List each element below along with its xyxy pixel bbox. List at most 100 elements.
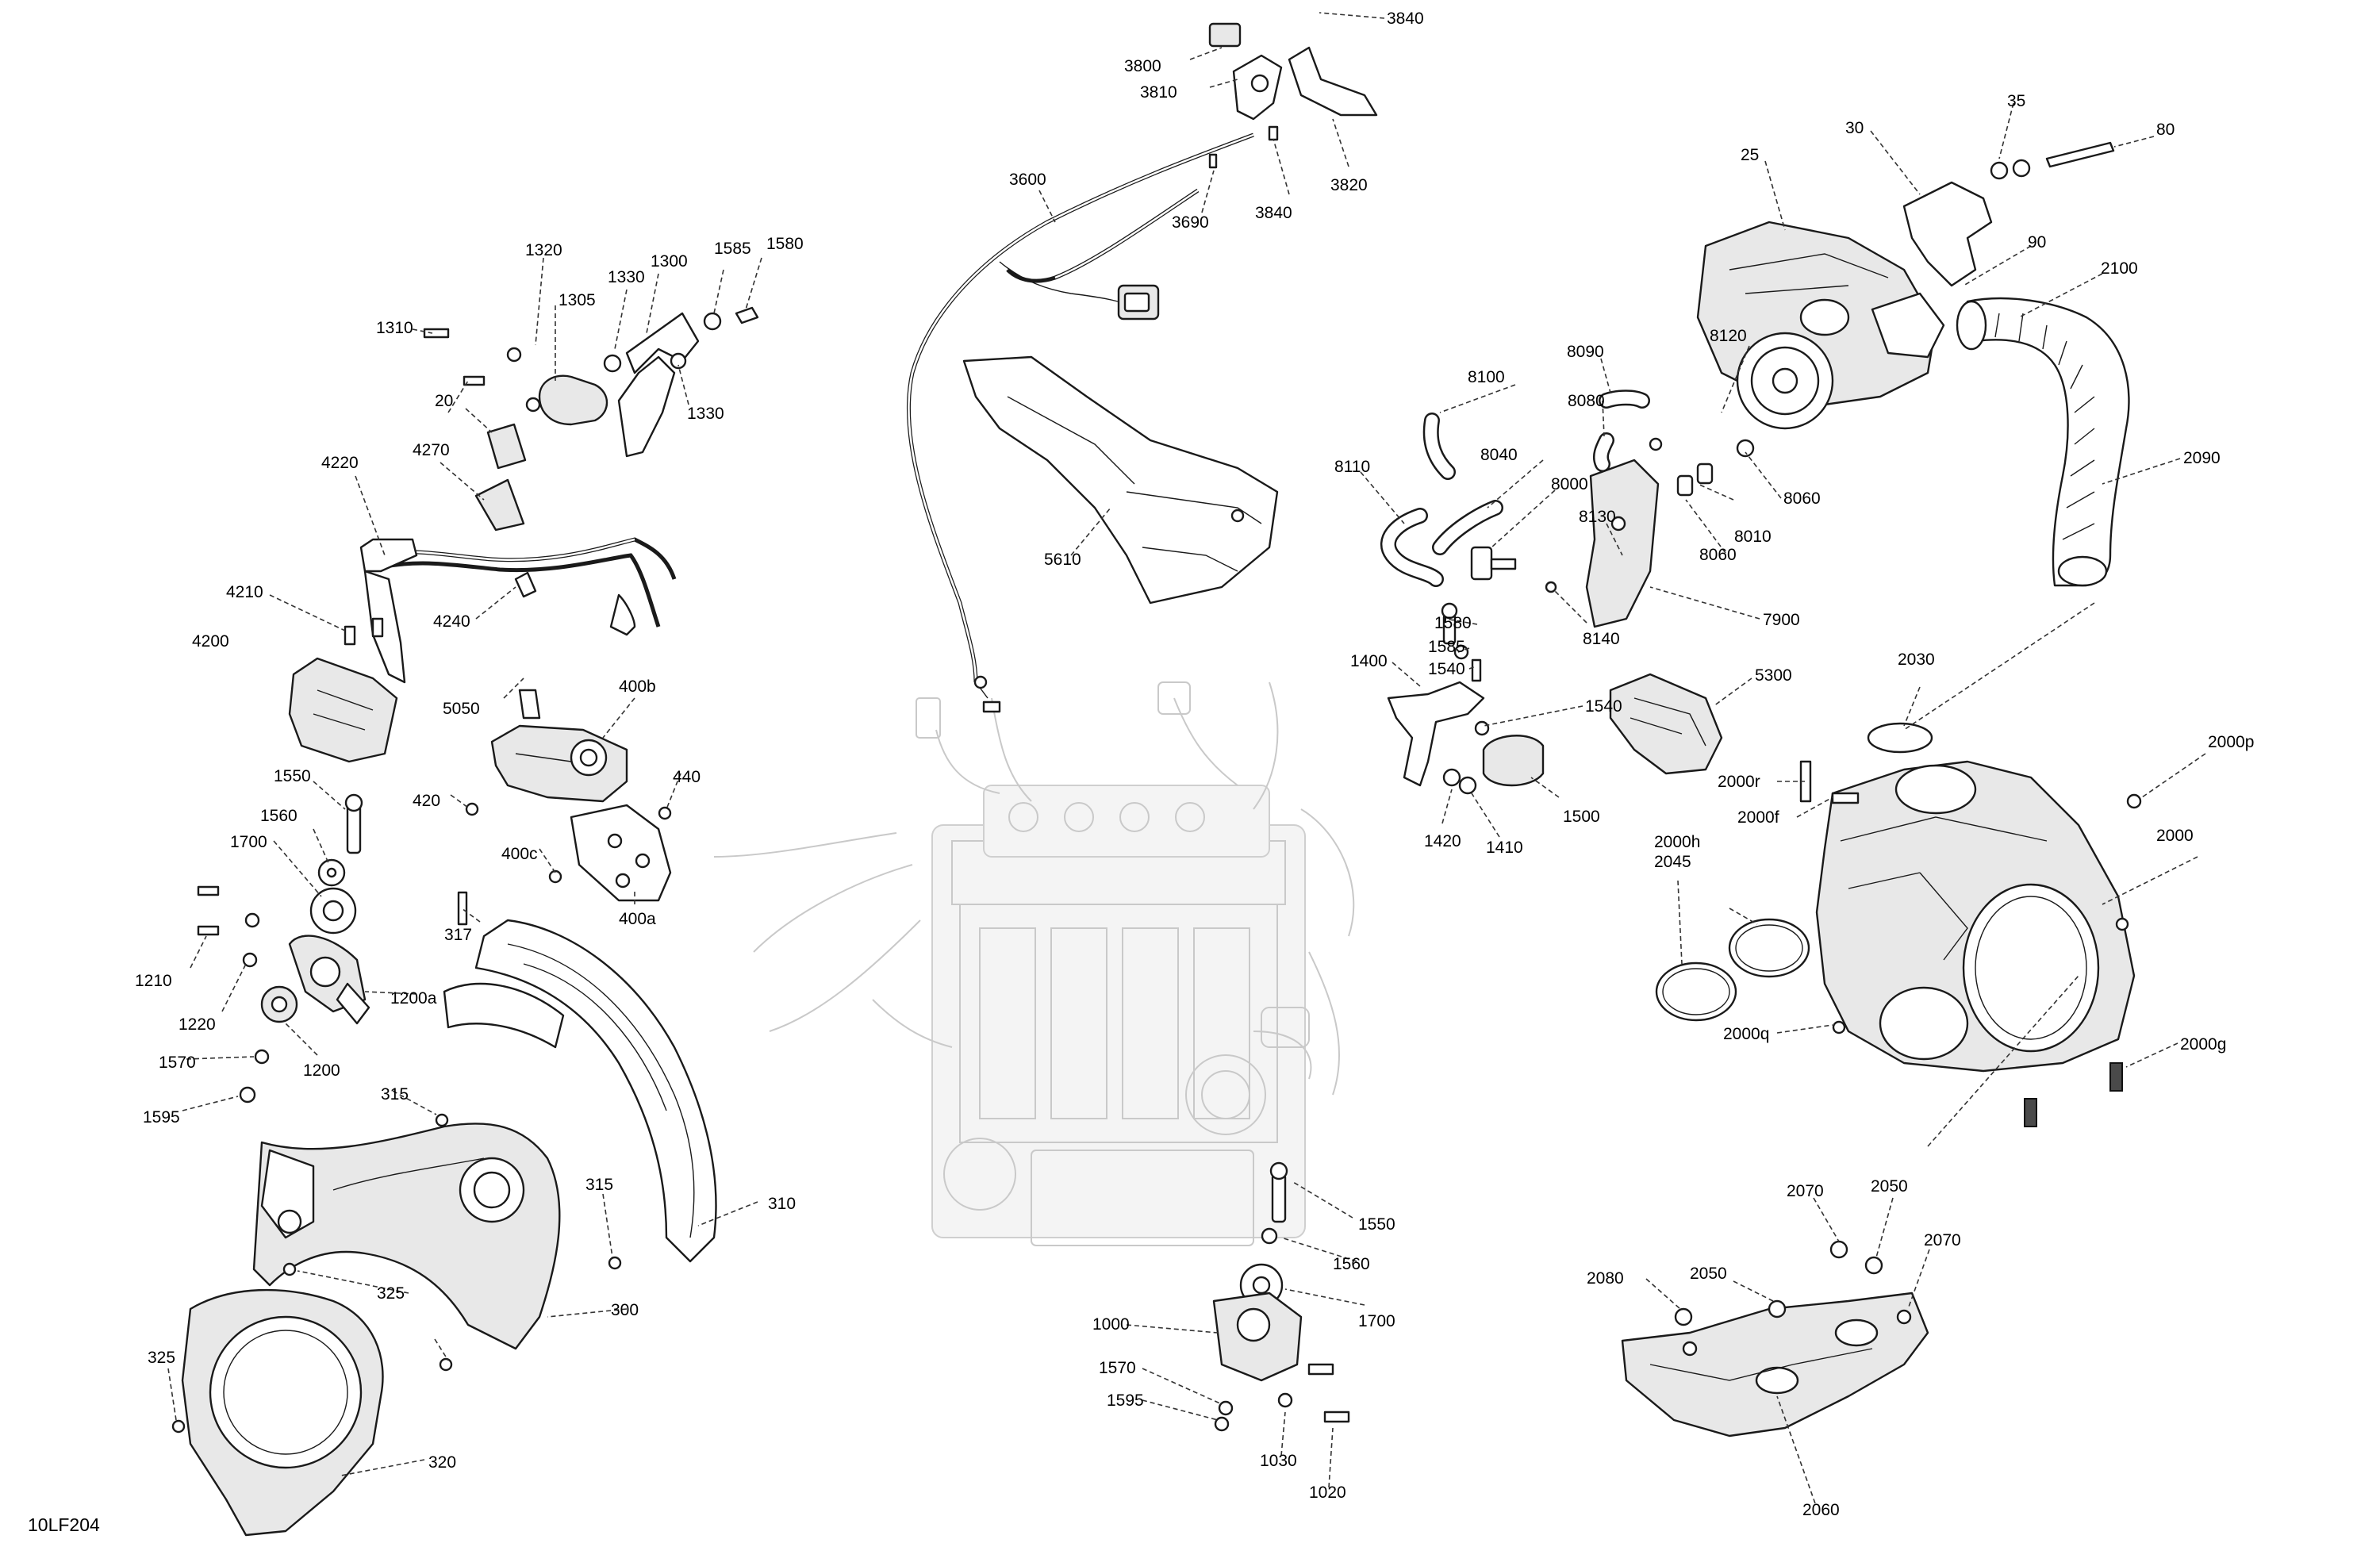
ignition-coil-4200 <box>288 617 398 763</box>
callout-2080: 2080 <box>1587 1269 1624 1288</box>
callout-1550: 1550 <box>1358 1215 1395 1234</box>
engine-mount-1000 <box>1212 1161 1350 1432</box>
clamps-2000h-2045 <box>1655 918 1810 1022</box>
callout-8080: 8080 <box>1568 392 1605 410</box>
wastegate-bracket-30 <box>1902 141 2115 287</box>
callout-1320: 1320 <box>525 241 562 259</box>
turbocharger-25 <box>1696 221 1945 430</box>
heat-shield-5610 <box>962 355 1279 605</box>
callout-3690: 3690 <box>1172 213 1209 232</box>
callout-300: 300 <box>611 1301 639 1319</box>
callout-325: 325 <box>377 1284 405 1303</box>
callout-1570: 1570 <box>159 1054 196 1072</box>
callout-315: 315 <box>585 1176 613 1194</box>
intake-hose-2090 <box>1956 297 2130 587</box>
callout-2000f: 2000f <box>1737 808 1779 827</box>
callout-1540: 1540 <box>1585 697 1622 716</box>
callout-440: 440 <box>673 768 701 786</box>
mounting-bracket-400a <box>465 802 672 902</box>
callout-8120: 8120 <box>1710 327 1747 345</box>
callout-8090: 8090 <box>1567 343 1604 361</box>
callout-1700: 1700 <box>230 833 267 851</box>
callout-2050: 2050 <box>1871 1177 1908 1196</box>
callout-310: 310 <box>768 1195 796 1213</box>
callout-317: 317 <box>444 926 472 944</box>
airbox-cover-5300 <box>1609 673 1723 775</box>
callout-2000p: 2000p <box>2208 733 2254 751</box>
callout-2000q: 2000q <box>1723 1025 1769 1043</box>
callout-8140: 8140 <box>1583 630 1620 648</box>
callout-2045: 2045 <box>1654 853 1691 871</box>
callout-1200a: 1200a <box>390 989 437 1008</box>
callout-3810: 3810 <box>1140 83 1177 102</box>
callout-1400: 1400 <box>1350 652 1388 670</box>
leader-lines <box>167 12 2206 1504</box>
callout-400c: 400c <box>501 845 538 863</box>
callout-315: 315 <box>381 1085 409 1104</box>
callout-2100: 2100 <box>2101 259 2138 278</box>
callout-3800: 3800 <box>1124 57 1161 75</box>
engine-ghost-outline <box>713 681 1355 1246</box>
callout-2070: 2070 <box>1924 1231 1961 1249</box>
callout-30: 30 <box>1845 119 1864 137</box>
callout-1560: 1560 <box>1333 1255 1370 1273</box>
callout-1330: 1330 <box>608 268 645 286</box>
callout-8110: 8110 <box>1334 458 1370 476</box>
callout-1500: 1500 <box>1563 808 1600 826</box>
engine-support-bracket-1300 <box>423 306 759 470</box>
cvt-cover-300 <box>252 1113 622 1372</box>
callout-325: 325 <box>148 1349 175 1367</box>
callout-1580: 1580 <box>766 235 804 253</box>
callout-4210: 4210 <box>226 583 263 601</box>
callout-8060: 8060 <box>1699 546 1737 564</box>
callout-5050: 5050 <box>443 700 480 718</box>
callout-1580: 1580 <box>1434 614 1472 632</box>
callout-1000: 1000 <box>1092 1315 1130 1334</box>
callout-1550: 1550 <box>274 767 311 785</box>
callout-4270: 4270 <box>413 441 450 459</box>
callout-1300: 1300 <box>651 252 688 271</box>
callout-5300: 5300 <box>1755 666 1792 685</box>
callout-1330: 1330 <box>687 405 724 423</box>
engine-mount-1200 <box>197 793 468 1104</box>
callout-1220: 1220 <box>178 1015 216 1034</box>
callout-1420: 1420 <box>1424 832 1461 850</box>
callout-2000r: 2000r <box>1718 773 1760 791</box>
callout-400a: 400a <box>619 910 656 928</box>
callout-1305: 1305 <box>559 291 596 309</box>
callout-2000h: 2000h <box>1654 833 1700 851</box>
boost-hoses-8000 <box>1380 390 1755 628</box>
callout-2000: 2000 <box>2156 827 2194 845</box>
callout-2060: 2060 <box>1802 1501 1840 1519</box>
callout-20: 20 <box>435 392 453 410</box>
callout-1020: 1020 <box>1309 1484 1346 1502</box>
ignition-wiring-harness <box>359 478 677 684</box>
throttle-cable-assembly <box>906 132 1254 713</box>
callout-1030: 1030 <box>1260 1452 1297 1470</box>
callout-25: 25 <box>1741 146 1759 164</box>
callout-5610: 5610 <box>1044 551 1081 569</box>
callout-1595: 1595 <box>143 1108 180 1127</box>
callout-1585: 1585 <box>714 240 751 258</box>
callout-4200: 4200 <box>192 632 229 651</box>
callout-8040: 8040 <box>1480 446 1518 464</box>
callout-4220: 4220 <box>321 454 359 472</box>
actuator-400b <box>490 689 628 803</box>
callout-3820: 3820 <box>1330 176 1368 194</box>
callout-90: 90 <box>2028 233 2046 251</box>
figure-code: 10LF204 <box>28 1514 100 1535</box>
callout-1570: 1570 <box>1099 1359 1136 1377</box>
callout-80: 80 <box>2156 121 2175 139</box>
callout-1585: 1585 <box>1428 638 1465 656</box>
throttle-housing-bracket <box>1208 22 1378 169</box>
callout-4240: 4240 <box>433 612 470 631</box>
airbox-2000 <box>1799 722 2142 1127</box>
callout-1700: 1700 <box>1358 1312 1395 1330</box>
callout-320: 320 <box>428 1453 456 1472</box>
callout-1210: 1210 <box>135 972 172 990</box>
callout-labels: 3840 3800 3810 3820 3840 3690 3600 5610 … <box>135 10 2254 1519</box>
callout-2030: 2030 <box>1898 651 1935 669</box>
tray-2060 <box>1621 1240 1929 1437</box>
callout-8000: 8000 <box>1551 475 1588 493</box>
